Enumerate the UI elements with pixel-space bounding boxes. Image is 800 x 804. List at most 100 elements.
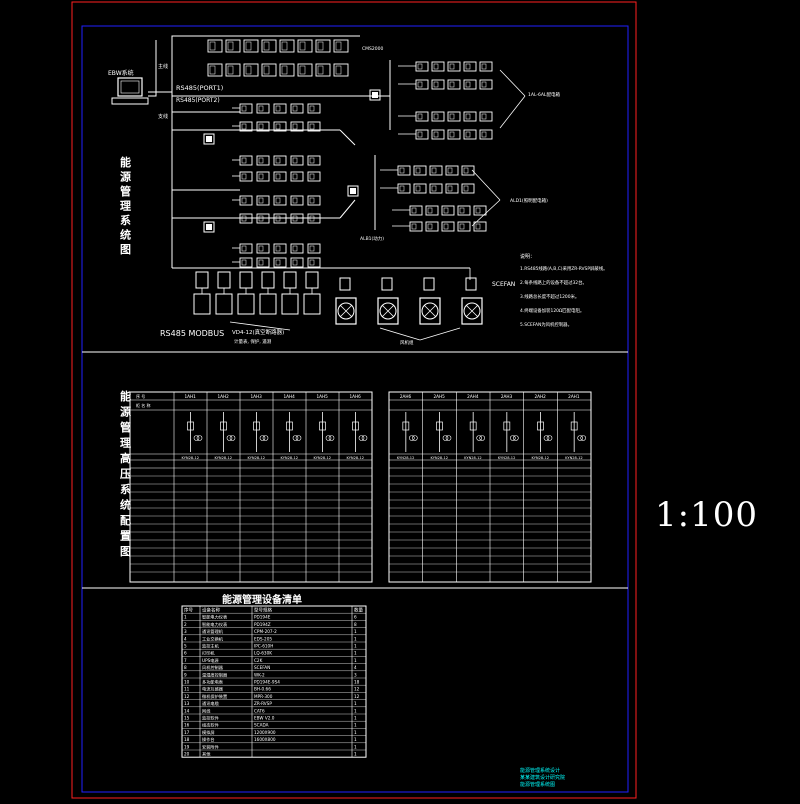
device-box [463,129,477,140]
fan-icon [379,302,397,320]
device-panel [292,157,298,164]
equip-cell: 安装附件 [202,743,219,750]
equip-cell: 监控主机 [202,643,220,650]
right-label-1: 1AL-6AL配电箱 [528,91,560,98]
device-panel [275,197,281,204]
title-char: 配 [120,513,131,527]
device-box [445,165,459,176]
equip-cell: 1 [354,701,357,706]
device-box [473,205,487,216]
meter [256,103,270,114]
vd-breaker [237,293,255,315]
device-box [333,63,349,77]
device-panel [309,173,315,180]
device-panel [281,41,288,51]
device-panel [209,65,216,75]
meter [256,243,270,254]
equip-cell: 工业交换机 [202,635,224,642]
meter [431,111,445,122]
equip-cell: 多功能电表 [202,679,224,686]
device-box [273,195,287,206]
device-box [307,121,321,132]
row-header: 柜 名 称 [136,402,151,408]
equip-cell: 3 [354,672,357,677]
bottom-sub-label: 计量表, 保护, 遥测 [234,338,272,345]
meter [479,111,493,122]
link-line [499,95,526,129]
outer-frame [71,1,637,799]
device-box [431,129,445,140]
meter [243,63,259,77]
scale-label: 1:100 [655,495,758,535]
equip-cell: 12 [354,687,360,692]
equip-cell: 1 [354,644,357,649]
device-box [290,103,304,114]
meter [409,205,423,216]
title-char: 管 [120,184,131,198]
device-box [261,63,277,77]
equip-cell: 9 [184,672,187,677]
meter [273,195,287,206]
meter [297,39,313,53]
device-panel [275,173,281,180]
title-char: 源 [120,405,131,419]
meter [431,61,445,72]
equip-cell: 操作台 [202,736,215,743]
equip-cell: UPS电源 [202,657,219,664]
device-box [239,243,253,254]
device-box [307,103,321,114]
title-char: 系 [120,213,131,227]
equip-cell: C2K [254,658,263,663]
equip-cell: 1 [354,658,357,663]
device-panel [263,65,270,75]
equip-cell: 16 [184,723,190,728]
meter [461,165,475,176]
equip-cell: 17 [184,730,190,735]
meter [261,63,277,77]
device-panel [292,215,298,222]
device-panel [465,63,471,70]
cabinet-id: 1AH6 [350,394,362,399]
equip-cell: 通讯电缆 [202,700,220,707]
meter [239,155,253,166]
device-box [273,243,287,254]
device-panel [427,223,433,230]
meter [290,155,304,166]
device-box [239,257,253,268]
notes-block: 说明： 1.RS485线路(A,B,C)采用ZR-RVSP屏蔽线。2.每条线路上… [520,253,608,328]
device-panel [227,65,234,75]
equip-cell: 18 [354,680,360,685]
meter [256,195,270,206]
stamp-line: 能源管理系统图 [520,781,555,788]
equip-cell: 1 [354,744,357,749]
device-box [415,129,429,140]
device-box [415,79,429,90]
note-line: 4.终端设备加装120Ω匹配电阻。 [520,307,584,314]
device-panel [415,167,421,174]
meter [279,63,295,77]
ct-symbol [409,435,415,441]
meter [256,213,270,224]
fan-caption: 风机组 [400,339,414,346]
device-box [461,165,475,176]
meter [307,213,321,224]
device-panel [431,185,437,192]
meter [307,257,321,268]
meter [256,121,270,132]
meter [333,63,349,77]
meter [239,243,253,254]
device-panel [258,259,264,266]
device-box [415,61,429,72]
meter [425,205,439,216]
device-box [207,39,223,53]
title-char: 统 [120,228,131,242]
meter [307,155,321,166]
meter [413,165,427,176]
device-box [397,165,411,176]
meter [307,195,321,206]
inner-border [81,25,629,793]
meter [207,63,223,77]
device-box [290,195,304,206]
equip-cell: 15 [184,716,190,721]
